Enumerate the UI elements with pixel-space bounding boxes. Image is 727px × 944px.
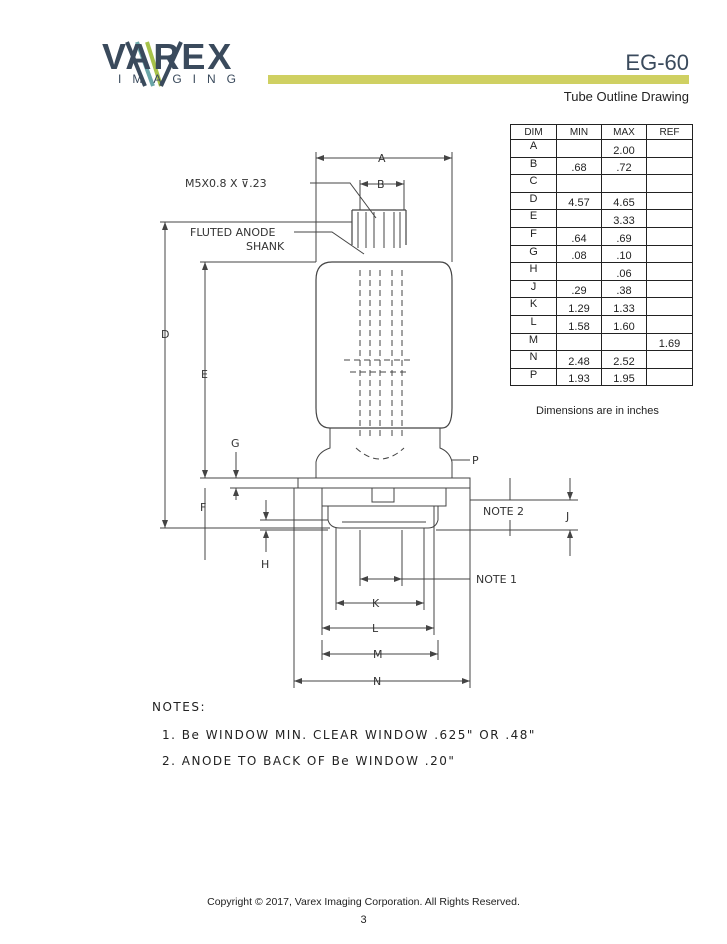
table-header-row: DIM MIN MAX REF xyxy=(510,124,693,140)
table-row: H.06 xyxy=(510,262,693,281)
dim-label-a: A xyxy=(378,152,386,165)
table-row: C xyxy=(510,174,693,193)
dim-label-k: K xyxy=(372,597,380,610)
col-header: DIM xyxy=(510,124,557,140)
label-thread: M5X0.8 X ⊽.23 xyxy=(185,177,267,190)
table-cell: 1.58 xyxy=(556,314,602,334)
dim-label-j: J xyxy=(565,510,569,523)
notes-heading: NOTES: xyxy=(152,700,206,714)
dim-label-b: B xyxy=(377,178,385,191)
dim-label-m: M xyxy=(373,648,383,661)
page-number: 3 xyxy=(360,914,367,926)
col-header: MAX xyxy=(601,124,647,140)
notes-section: NOTES: 1. Be WINDOW MIN. CLEAR WINDOW .6… xyxy=(152,700,536,780)
dim-label-n: N xyxy=(373,675,381,688)
note-1-label: NOTE 1 xyxy=(476,573,517,586)
note-item-1: 1. Be WINDOW MIN. CLEAR WINDOW .625" OR … xyxy=(162,728,536,742)
note-item-2: 2. ANODE TO BACK OF Be WINDOW .20" xyxy=(162,754,456,768)
brand-name: VAREX xyxy=(102,36,234,77)
label-anode-1: FLUTED ANODE xyxy=(190,226,275,239)
dim-label-h: H xyxy=(261,558,269,571)
table-cell: P xyxy=(510,367,557,387)
table-cell: 2.00 xyxy=(601,139,647,158)
table-cell xyxy=(646,367,693,387)
dim-label-e: E xyxy=(201,368,208,381)
table-row: B.68.72 xyxy=(510,156,693,176)
dim-label-p: P xyxy=(472,454,479,467)
varex-logo-mark xyxy=(125,41,183,87)
dim-label-g: G xyxy=(231,437,240,450)
dimensions-note: Dimensions are in inches xyxy=(536,405,659,417)
doc-subtitle: Tube Outline Drawing xyxy=(563,89,689,104)
brand-sub: IMAGING xyxy=(118,72,248,86)
table-cell: 1.95 xyxy=(601,367,647,387)
table-row: F.64.69 xyxy=(510,226,693,246)
table-cell: 1.69 xyxy=(646,332,693,352)
dim-label-l: L xyxy=(372,622,379,635)
header-rule xyxy=(268,75,689,84)
dim-label-f: F xyxy=(200,501,206,514)
copyright: Copyright © 2017, Varex Imaging Corporat… xyxy=(207,896,520,908)
note-2-label: NOTE 2 xyxy=(483,505,524,518)
label-anode-2: SHANK xyxy=(246,240,285,253)
dim-label-d: D xyxy=(161,328,169,341)
doc-title: EG-60 xyxy=(625,50,689,75)
col-header: REF xyxy=(646,124,693,140)
table-row: J.29.38 xyxy=(510,279,693,299)
